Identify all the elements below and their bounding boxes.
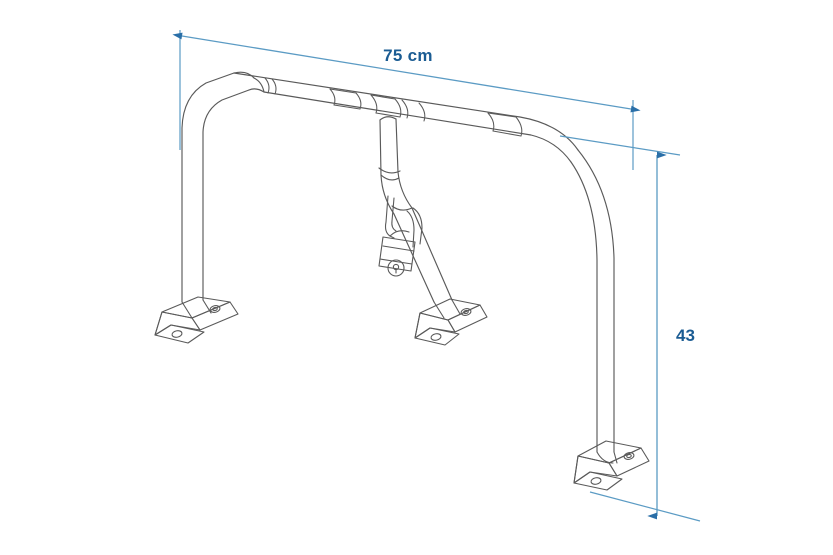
center-foot-bracket: [414, 298, 488, 346]
height-extension-bottom: [589, 491, 701, 522]
width-dimension-label: 75 cm: [383, 46, 433, 65]
width-dimension: 75 cm: [172, 30, 641, 170]
right-leg: [570, 149, 615, 453]
padlock: [378, 195, 423, 277]
dimension-annotations: 75 cm 43: [172, 30, 701, 522]
height-dimension: 43: [559, 135, 701, 522]
width-dimension-line: [172, 32, 641, 113]
right-foot-bracket: [573, 440, 650, 491]
height-dimension-label: 43: [676, 326, 695, 345]
diagonal-strut: [378, 116, 453, 303]
left-foot-bracket: [154, 296, 239, 344]
